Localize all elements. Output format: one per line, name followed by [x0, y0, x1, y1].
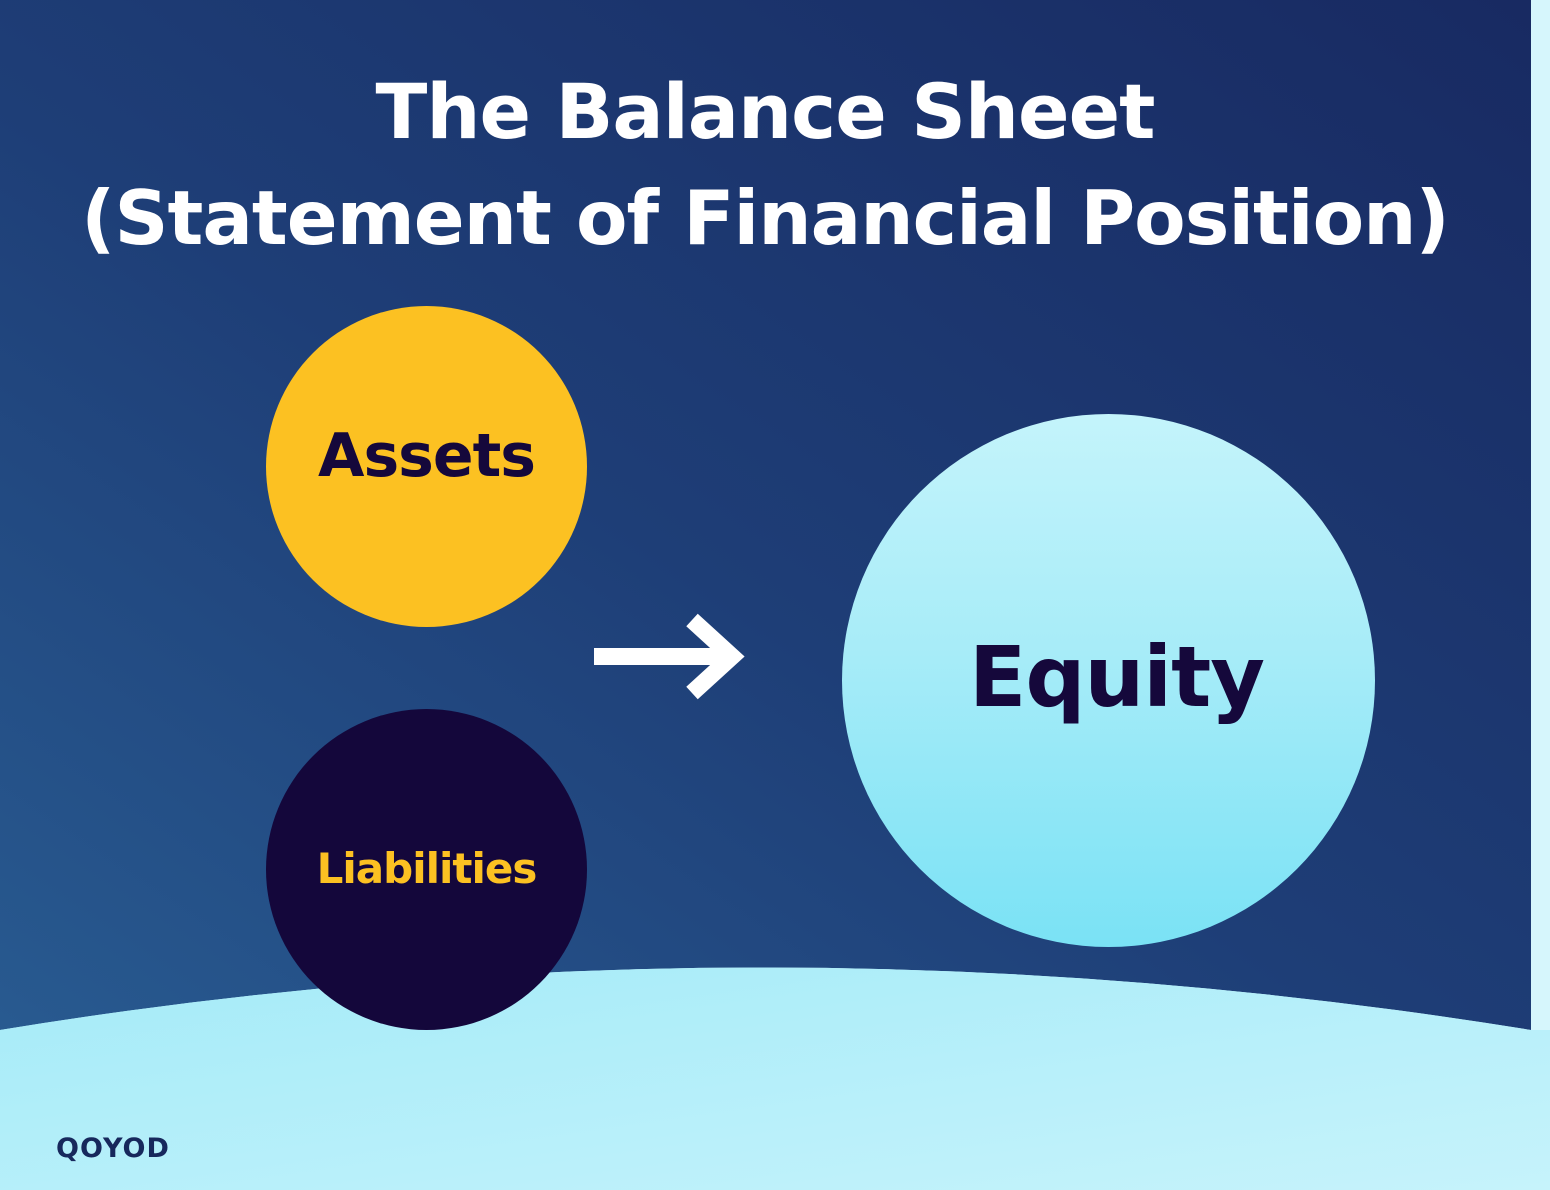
assets-label: Assets [318, 420, 536, 491]
liabilities-circle: Liabilities [266, 709, 587, 1030]
assets-circle: Assets [266, 306, 587, 627]
qoyod-logo: QOYOD [56, 1133, 170, 1164]
equity-circle: Equity [842, 414, 1375, 947]
title-line-2: (Statement of Financial Position) [81, 174, 1450, 262]
liabilities-label: Liabilities [316, 843, 538, 893]
right-edge-strip [1531, 0, 1550, 1190]
title-line-1: The Balance Sheet [375, 67, 1156, 156]
arrow-right-icon [594, 613, 745, 700]
ground-arc [0, 967, 1550, 1190]
equity-label: Equity [968, 627, 1265, 726]
